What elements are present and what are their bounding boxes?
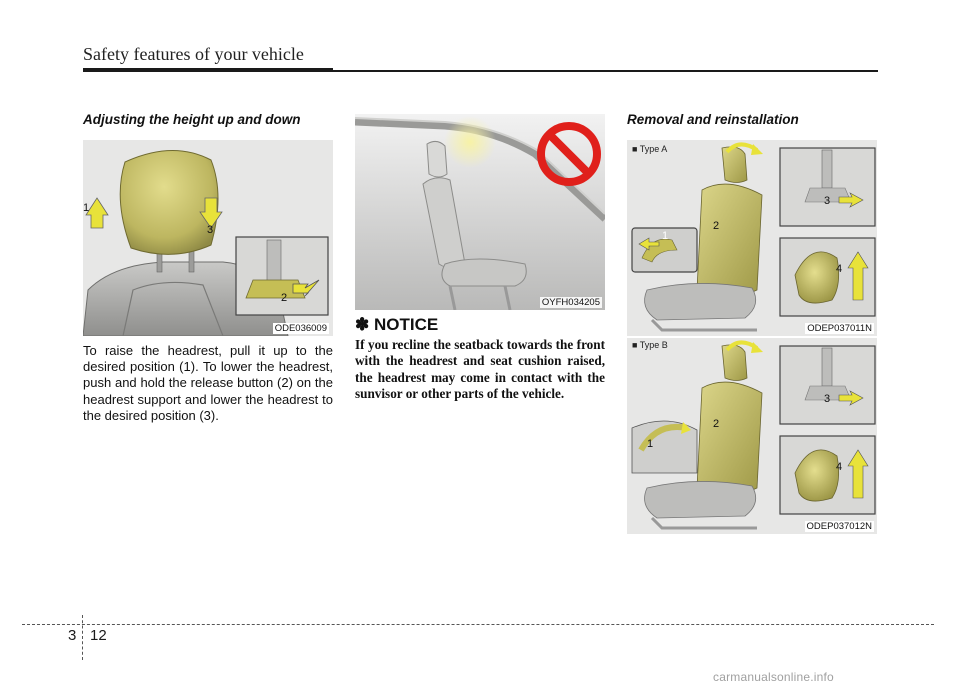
type-b-illustration [631, 340, 876, 530]
type-b-callout-4: 4 [836, 461, 843, 473]
notice-text: If you recline the seatback towards the … [355, 337, 605, 402]
page-number: 12 [90, 627, 107, 644]
type-b-callout-3: 3 [824, 393, 831, 405]
type-a-callout-1: 1 [662, 230, 669, 242]
figure-headrest-height: 1 3 2 ODE036009 [83, 140, 333, 336]
type-a-callout-4: 4 [836, 263, 843, 275]
footer-vertical-dash [82, 615, 83, 660]
type-b-callout-2: 2 [713, 418, 720, 430]
header-rule-thick [83, 68, 333, 72]
figure-code-type-b: ODEP037012N [804, 521, 874, 532]
type-a-callout-2: 2 [713, 220, 720, 232]
section-heading-adjust-height: Adjusting the height up and down [83, 112, 301, 127]
type-a-callout-3: 3 [824, 195, 831, 207]
paragraph-adjust-height: To raise the headrest, pull it up to the… [83, 343, 333, 423]
callout-3: 3 [207, 224, 214, 236]
type-a-illustration [631, 142, 876, 332]
type-b-callout-1: 1 [647, 438, 654, 450]
footer-dashed-rule [22, 624, 934, 625]
page-header-title: Safety features of your vehicle [83, 44, 304, 64]
figure-type-a: ■ Type A 1 2 3 4 ODEP037011N [627, 140, 877, 336]
figure-code-middle: OYFH034205 [539, 297, 602, 308]
header-rule-thin [333, 70, 878, 72]
recline-warning-illustration [355, 114, 605, 310]
notice-title: ✽ NOTICE [355, 315, 439, 334]
figure-code-left: ODE036009 [272, 323, 329, 334]
type-a-label: ■ Type A [632, 144, 668, 154]
callout-1: 1 [83, 202, 90, 214]
type-b-label: ■ Type B [632, 340, 668, 350]
callout-2: 2 [281, 292, 288, 304]
watermark-text: carmanualsonline.info [713, 670, 834, 684]
figure-code-type-a: ODEP037011N [805, 323, 874, 334]
page-chapter-number: 3 [68, 627, 77, 644]
section-heading-removal: Removal and reinstallation [627, 112, 799, 127]
figure-type-b: ■ Type B 1 2 3 4 ODEP037012N [627, 338, 877, 534]
figure-recline-warning: OYFH034205 [355, 114, 605, 310]
headrest-height-illustration [83, 150, 329, 336]
